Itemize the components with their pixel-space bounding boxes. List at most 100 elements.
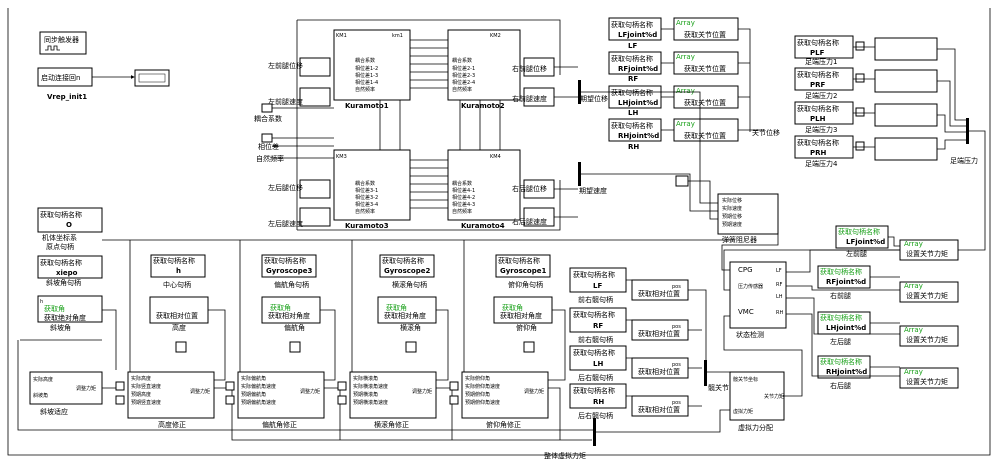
svg-text:相位差3-4: 相位差3-4 — [355, 201, 378, 208]
small-block-1 — [175, 341, 187, 353]
svg-text:右后腿: 右后腿 — [830, 381, 851, 390]
svg-text:中心句柄: 中心句柄 — [163, 280, 191, 289]
svg-text:足端压力4: 足端压力4 — [805, 159, 838, 168]
svg-text:O: O — [66, 221, 72, 229]
kuramoto4-block[interactable]: KM4 耦合系数 相位差4-1 相位差4-2 相位差4-3 自然频率 Kuram… — [447, 149, 521, 230]
svg-text:RH: RH — [776, 310, 783, 316]
svg-text:横滚角修正: 横滚角修正 — [374, 420, 409, 429]
svg-text:斜坡角句柄: 斜坡角句柄 — [46, 278, 81, 287]
virtual-force-block[interactable]: 髋关节坐标 关节力矩 虚拟力矩 虚拟力分配 — [729, 371, 785, 432]
slope-adapt-block[interactable]: 实际高度 斜坡角 调整力矩 斜坡适应 — [29, 371, 103, 416]
svg-text:俯仰角: 俯仰角 — [516, 323, 537, 332]
svg-text:LHjoint%d: LHjoint%d — [826, 324, 866, 332]
kuramoto3-block[interactable]: KM3 耦合系数 相位差3-1 相位差3-2 相位差3-4 自然频率 Kuram… — [333, 149, 411, 230]
svg-text:调整力矩: 调整力矩 — [300, 388, 320, 395]
svg-text:左前腿速度: 左前腿速度 — [268, 97, 303, 106]
svg-text:LF: LF — [628, 42, 637, 50]
svg-text:预期横滚角速度: 预期横滚角速度 — [353, 399, 388, 406]
svg-text:Array: Array — [904, 282, 923, 290]
kuramoto3-label: Kuramoto3 — [345, 222, 389, 230]
svg-text:左前腿位移: 左前腿位移 — [268, 61, 303, 70]
svg-text:原点句柄: 原点句柄 — [46, 242, 74, 251]
svg-text:LF: LF — [776, 268, 782, 274]
svg-text:获取句柄名称: 获取句柄名称 — [264, 256, 306, 265]
svg-text:获取相对角度: 获取相对角度 — [500, 311, 542, 320]
svg-text:获取句柄名称: 获取句柄名称 — [611, 121, 653, 130]
svg-text:获取句柄名称: 获取句柄名称 — [797, 70, 839, 79]
svg-text:相位差1-2: 相位差1-2 — [355, 65, 378, 72]
svg-text:获取角: 获取角 — [502, 303, 523, 312]
svg-text:相位差: 相位差 — [258, 142, 279, 151]
start-connection-block[interactable]: 启动连接回n — [37, 67, 93, 87]
svg-text:期望位移: 期望位移 — [580, 94, 608, 103]
svg-text:预期横滚角: 预期横滚角 — [353, 391, 378, 398]
svg-text:获取句柄名称: 获取句柄名称 — [611, 88, 653, 97]
svg-text:Array: Array — [676, 53, 695, 61]
svg-text:PLF: PLF — [810, 49, 825, 57]
svg-text:LH: LH — [776, 294, 783, 300]
mux-velocity — [578, 162, 581, 186]
svg-text:预期高度: 预期高度 — [131, 391, 151, 398]
svg-text:斜坡角: 斜坡角 — [33, 392, 48, 399]
kuramoto2-block[interactable]: 耦合系数 相位差2-1 相位差2-3 相位差2-4 自然频率 KM2 Kuram… — [447, 29, 521, 110]
slope-handle-block[interactable]: 获取句柄名称 xiepo 斜坡角句柄 — [37, 255, 103, 287]
svg-text:PRH: PRH — [810, 149, 827, 157]
svg-text:实际横滚角速度: 实际横滚角速度 — [353, 383, 388, 390]
svg-text:获取句柄名称: 获取句柄名称 — [573, 310, 615, 319]
svg-text:Array: Array — [676, 87, 695, 95]
svg-text:右前腿: 右前腿 — [830, 291, 851, 300]
sync-trigger-block[interactable]: 同步触发器 — [39, 31, 87, 55]
svg-text:实际俯仰角速度: 实际俯仰角速度 — [465, 383, 500, 390]
svg-text:获取句柄名称: 获取句柄名称 — [40, 210, 82, 219]
slope-angle-block[interactable]: h 获取角 获取绝对角度 斜坡角 — [37, 295, 103, 332]
svg-text:RF: RF — [628, 75, 638, 83]
svg-text:获取句柄名称: 获取句柄名称 — [797, 138, 839, 147]
svg-text:获取句柄名称: 获取句柄名称 — [611, 54, 653, 63]
svg-text:RFjoint%d: RFjoint%d — [826, 278, 866, 286]
svg-text:前右髋句柄: 前右髋句柄 — [578, 335, 613, 344]
svg-text:斜坡角: 斜坡角 — [50, 323, 71, 332]
kuramoto1-block[interactable]: KM1 km1 耦合系数 相位差1-2 相位差1-3 相位差1-4 自然频率 K… — [333, 29, 411, 110]
svg-text:后右髋句柄: 后右髋句柄 — [578, 373, 613, 382]
svg-text:相位差1-3: 相位差1-3 — [355, 72, 378, 79]
svg-text:LFjoint%d: LFjoint%d — [846, 238, 885, 246]
svg-text:获取相对角度: 获取相对角度 — [384, 311, 426, 320]
svg-text:斜坡适应: 斜坡适应 — [40, 407, 68, 416]
svg-text:相位差4-1: 相位差4-1 — [452, 187, 475, 194]
svg-text:髋关节: 髋关节 — [708, 383, 729, 392]
svg-text:预期偏航角: 预期偏航角 — [241, 391, 266, 398]
gain-f — [337, 395, 347, 405]
svg-text:俯仰角句柄: 俯仰角句柄 — [508, 280, 543, 289]
svg-text:设置关节力矩: 设置关节力矩 — [906, 249, 948, 258]
hip-handles: 获取句柄名称 LF 前右髋句柄 获取句柄名称 RF 前右髋句柄 获取句柄名称 L… — [569, 267, 729, 420]
svg-text:预期竖直速度: 预期竖直速度 — [131, 399, 161, 406]
svg-text:CPG: CPG — [738, 266, 753, 274]
body-handle-block[interactable]: 获取句柄名称 O 机体坐标系 原点句柄 — [37, 207, 103, 251]
mux-total-torque — [593, 418, 596, 446]
svg-text:LFjoint%d: LFjoint%d — [618, 31, 657, 39]
svg-text:虚拟力矩: 虚拟力矩 — [733, 408, 753, 415]
svg-text:pos: pos — [672, 400, 681, 406]
svg-text:PLH: PLH — [810, 115, 826, 123]
svg-text:获取句柄名称: 获取句柄名称 — [40, 258, 82, 267]
svg-text:设置关节力矩: 设置关节力矩 — [906, 377, 948, 386]
mux-position — [578, 80, 581, 104]
svg-text:自然频率: 自然频率 — [256, 154, 284, 163]
svg-text:自然频率: 自然频率 — [452, 208, 472, 215]
svg-text:虚拟力分配: 虚拟力分配 — [738, 423, 773, 432]
kuramoto2-label: Kuramoto2 — [461, 102, 505, 110]
state-detect-block[interactable]: CPG 压力传感器 VMC LF RF LH RH 状态检测 — [729, 261, 787, 339]
svg-text:获取句柄名称: 获取句柄名称 — [153, 256, 195, 265]
svg-text:相位差4-3: 相位差4-3 — [452, 201, 475, 208]
svg-text:调整力矩: 调整力矩 — [524, 388, 544, 395]
svg-text:左后腿位移: 左后腿位移 — [268, 183, 303, 192]
svg-text:LH: LH — [593, 360, 603, 368]
svg-text:RFjoint%d: RFjoint%d — [618, 65, 658, 73]
spring-damper-block[interactable]: 实际位移 实际速度 预期位移 预期速度 弹簧阻尼器 — [717, 193, 779, 244]
svg-text:pos: pos — [672, 324, 681, 330]
svg-text:调整力矩: 调整力矩 — [190, 388, 210, 395]
svg-text:相位差2-3: 相位差2-3 — [452, 72, 475, 79]
sensor-handle-row: 获取句柄名称 h 中心句柄 获取句柄名称 Gyroscope3 偏航角句柄 获取… — [150, 254, 551, 289]
svg-text:右后腿位移: 右后腿位移 — [512, 184, 547, 193]
svg-text:KM3: KM3 — [336, 154, 347, 160]
